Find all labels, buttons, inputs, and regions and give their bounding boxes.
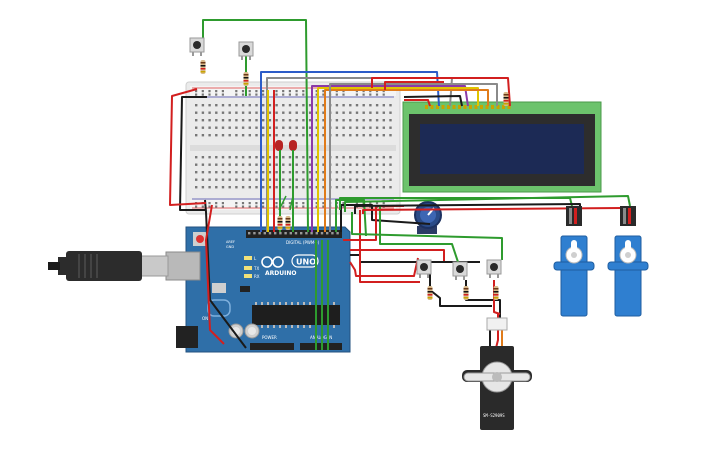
arduino-brand-label: ARDUINO: [265, 270, 296, 277]
resistor: [503, 92, 509, 106]
push-button-top-right[interactable]: [238, 41, 254, 60]
led-rx-label: RX: [254, 274, 260, 279]
usb-cable[interactable]: [48, 251, 169, 281]
atmega-chip: [252, 305, 340, 325]
digital-pin-header: [248, 232, 339, 235]
servo-large[interactable]: SM-S2909S: [462, 317, 532, 430]
resistor: [243, 72, 249, 86]
lcd-display[interactable]: [402, 101, 602, 193]
resistor: [285, 216, 291, 230]
servo-small-right[interactable]: [607, 206, 649, 317]
red-led-right[interactable]: [289, 140, 297, 151]
resistor: [493, 286, 499, 300]
resistors: [200, 60, 509, 300]
red-led-left[interactable]: [275, 140, 283, 151]
led-tx-label: TX: [253, 266, 259, 271]
resistor: [200, 60, 206, 74]
arduino-logo: [261, 256, 284, 268]
push-button-top-left[interactable]: [189, 37, 205, 56]
digital-header-label: DIGITAL (PWM~): [286, 240, 320, 245]
lcd-screen: [420, 124, 584, 174]
push-buttons[interactable]: [189, 37, 502, 280]
arduino-model-label: UNO: [296, 258, 316, 267]
wires: [169, 19, 631, 350]
power-jack: [176, 326, 198, 348]
aref-label: AREF: [226, 240, 235, 244]
usb-port: [165, 251, 201, 281]
reset-button[interactable]: [196, 235, 204, 243]
servo-small-left[interactable]: [553, 206, 595, 317]
led-l-label: L: [254, 256, 257, 261]
resistor: [463, 286, 469, 300]
push-button-2[interactable]: [452, 261, 468, 280]
gnd-label: GND: [226, 245, 234, 249]
push-button-3[interactable]: [486, 259, 502, 278]
lcd-pin-header: [425, 105, 511, 109]
push-button-1[interactable]: [416, 259, 432, 278]
servo-model-label: SM-S2909S: [483, 413, 505, 418]
resistor: [427, 286, 433, 300]
on-label: ON: [202, 316, 208, 321]
power-header-label: POWER: [262, 335, 277, 340]
potentiometer[interactable]: [414, 201, 442, 234]
resistor: [277, 216, 283, 230]
